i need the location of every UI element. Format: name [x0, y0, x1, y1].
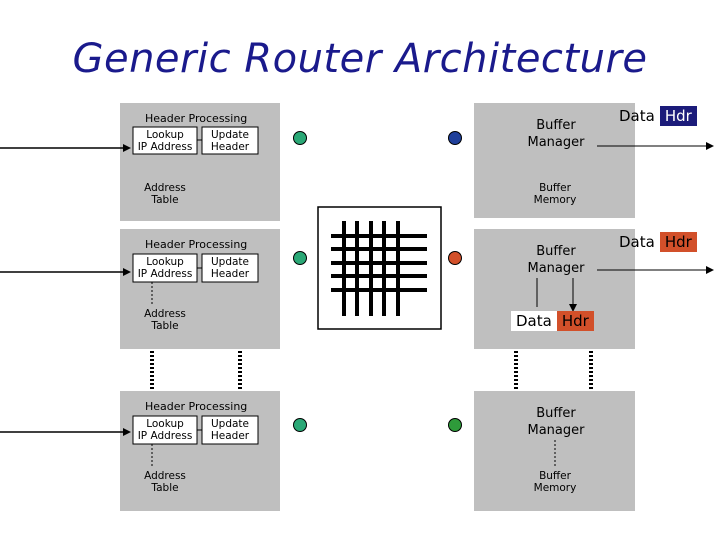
crossbar-grid [331, 221, 427, 316]
header-processing-label-2: Header Processing [145, 238, 248, 251]
update-box-1 [201, 126, 259, 155]
lookup-box-2 [132, 253, 198, 283]
packet-data: Data [619, 233, 655, 251]
packet-out-2: Data Hdr [614, 232, 697, 252]
packet-data: Data [619, 107, 655, 125]
lookup-box-3 [132, 415, 198, 445]
update-box-2 [201, 253, 259, 283]
page-title: Generic Router Architecture [72, 36, 648, 82]
input-panel-2 [120, 229, 280, 349]
output-panel-1 [474, 103, 635, 218]
packet-hdr: Hdr [556, 311, 594, 331]
input-node-3 [293, 418, 307, 432]
input-panel-1 [120, 103, 280, 221]
output-panel-3 [474, 391, 635, 511]
packet-data: Data [516, 312, 552, 330]
input-arrows [0, 144, 131, 436]
output-node-1 [448, 131, 462, 145]
packet-hdr: Hdr [659, 232, 697, 252]
header-processing-label-3: Header Processing [145, 400, 248, 413]
crossbar-switch [317, 206, 442, 330]
input-node-2 [293, 251, 307, 265]
packet-buffered: Data Hdr [511, 311, 594, 331]
output-node-3 [448, 418, 462, 432]
packet-hdr: Hdr [659, 106, 697, 126]
packet-out-1: Data Hdr [614, 106, 697, 126]
input-panel-3 [120, 391, 280, 511]
output-node-2 [448, 251, 462, 265]
input-node-1 [293, 131, 307, 145]
update-box-3 [201, 415, 259, 445]
header-processing-label-1: Header Processing [145, 112, 248, 125]
